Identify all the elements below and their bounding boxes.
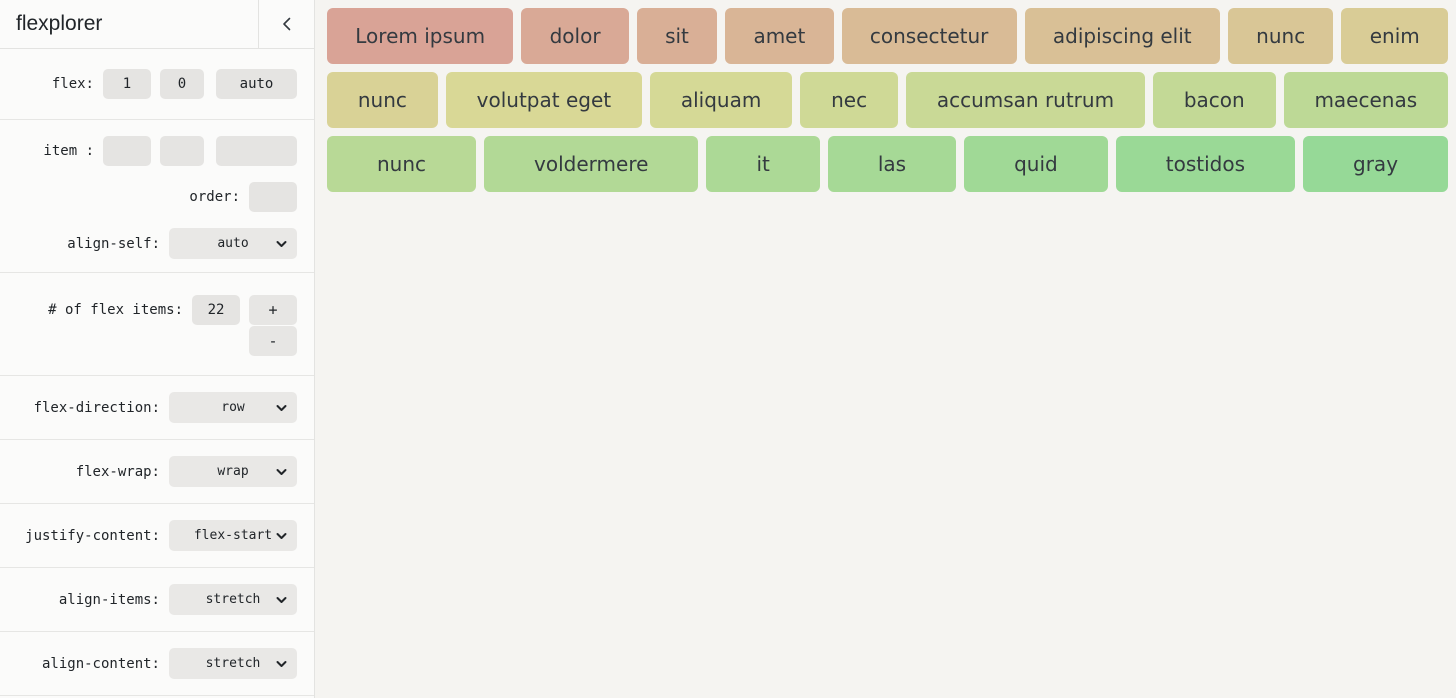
flex-item[interactable]: consectetur xyxy=(841,8,1017,64)
flex-item[interactable]: Lorem ipsum xyxy=(327,8,514,64)
item-count-stepper: + - xyxy=(249,295,297,356)
chevron-left-icon xyxy=(282,17,291,31)
align-content-label: align-content: xyxy=(41,655,160,672)
flex-item[interactable]: it xyxy=(706,136,820,192)
flex-grow-input[interactable] xyxy=(103,69,151,99)
order-input[interactable] xyxy=(249,182,297,212)
align-items-section: align-items: stretch xyxy=(0,568,314,632)
flex-item[interactable]: tostidos xyxy=(1115,136,1296,192)
flex-item[interactable]: bacon xyxy=(1152,72,1276,128)
sidebar-collapse-button[interactable] xyxy=(259,0,314,48)
flex-basis-input[interactable] xyxy=(216,69,297,99)
justify-content-label: justify-content: xyxy=(25,527,160,544)
flex-direction-section: flex-direction: row xyxy=(0,376,314,440)
flex-item[interactable]: nunc xyxy=(327,136,477,192)
item-label: item : xyxy=(43,143,94,159)
item-section: item : order: align-self: auto xyxy=(0,120,314,273)
justify-content-section: justify-content: flex-start xyxy=(0,504,314,568)
add-item-button[interactable]: + xyxy=(249,295,297,325)
align-self-value: auto xyxy=(217,236,249,251)
flex-wrap-value: wrap xyxy=(217,464,249,479)
flex-item[interactable]: nunc xyxy=(327,72,438,128)
align-items-value: stretch xyxy=(205,592,261,607)
flex-wrap-select[interactable]: wrap xyxy=(169,456,297,487)
flex-item[interactable]: nunc xyxy=(1227,8,1334,64)
align-content-select[interactable]: stretch xyxy=(169,648,297,679)
flex-item[interactable]: quid xyxy=(964,136,1108,192)
item-count-row: # of flex items: + - xyxy=(17,295,297,356)
flex-direction-label: flex-direction: xyxy=(33,399,160,416)
chevron-down-icon xyxy=(276,532,287,539)
item-count-input[interactable] xyxy=(192,295,240,325)
flex-item[interactable]: accumsan rutrum xyxy=(905,72,1145,128)
flex-shrink-input[interactable] xyxy=(160,69,204,99)
chevron-down-icon xyxy=(276,240,287,247)
item-basis-input[interactable] xyxy=(216,136,297,166)
align-content-value: stretch xyxy=(205,656,261,671)
flex-item[interactable]: amet xyxy=(725,8,834,64)
flex-item[interactable]: maecenas xyxy=(1283,72,1449,128)
item-shrink-input[interactable] xyxy=(160,136,204,166)
item-count-section: # of flex items: + - xyxy=(0,273,314,376)
flex-item[interactable]: enim xyxy=(1341,8,1449,64)
item-flex-row: item : xyxy=(17,136,297,166)
align-items-select[interactable]: stretch xyxy=(169,584,297,615)
sidebar: flexplorer flex: item : order: xyxy=(0,0,315,698)
flex-item[interactable]: adipiscing elit xyxy=(1024,8,1220,64)
app-title: flexplorer xyxy=(0,0,259,48)
flex-item[interactable]: volutpat eget xyxy=(445,72,642,128)
flex-direction-select[interactable]: row xyxy=(169,392,297,423)
item-count-label: # of flex items: xyxy=(48,302,183,318)
item-grow-input[interactable] xyxy=(103,136,151,166)
flex-item[interactable]: gray xyxy=(1303,136,1449,192)
flex-label: flex: xyxy=(51,76,94,92)
chevron-down-icon xyxy=(276,660,287,667)
flex-shorthand-section: flex: xyxy=(0,49,314,120)
justify-content-value: flex-start xyxy=(193,528,273,543)
remove-item-button[interactable]: - xyxy=(249,326,297,356)
order-row: order: xyxy=(17,182,297,212)
flex-wrap-section: flex-wrap: wrap xyxy=(0,440,314,504)
flex-item[interactable]: nec xyxy=(800,72,898,128)
order-label: order: xyxy=(189,189,240,205)
justify-content-select[interactable]: flex-start xyxy=(169,520,297,551)
chevron-down-icon xyxy=(276,404,287,411)
align-content-section: align-content: stretch xyxy=(0,632,314,696)
flex-direction-value: row xyxy=(221,400,245,415)
flex-item[interactable]: sit xyxy=(636,8,718,64)
flex-item[interactable]: aliquam xyxy=(649,72,793,128)
align-items-label: align-items: xyxy=(58,591,160,608)
flex-wrap-label: flex-wrap: xyxy=(75,463,160,480)
align-self-label: align-self: xyxy=(67,235,160,252)
align-self-select[interactable]: auto xyxy=(169,228,297,259)
align-self-row: align-self: auto xyxy=(17,228,297,259)
flex-item[interactable]: voldermere xyxy=(484,136,699,192)
chevron-down-icon xyxy=(276,596,287,603)
flex-item[interactable]: las xyxy=(827,136,957,192)
flex-item[interactable]: dolor xyxy=(521,8,629,64)
chevron-down-icon xyxy=(276,468,287,475)
sidebar-header: flexplorer xyxy=(0,0,314,49)
